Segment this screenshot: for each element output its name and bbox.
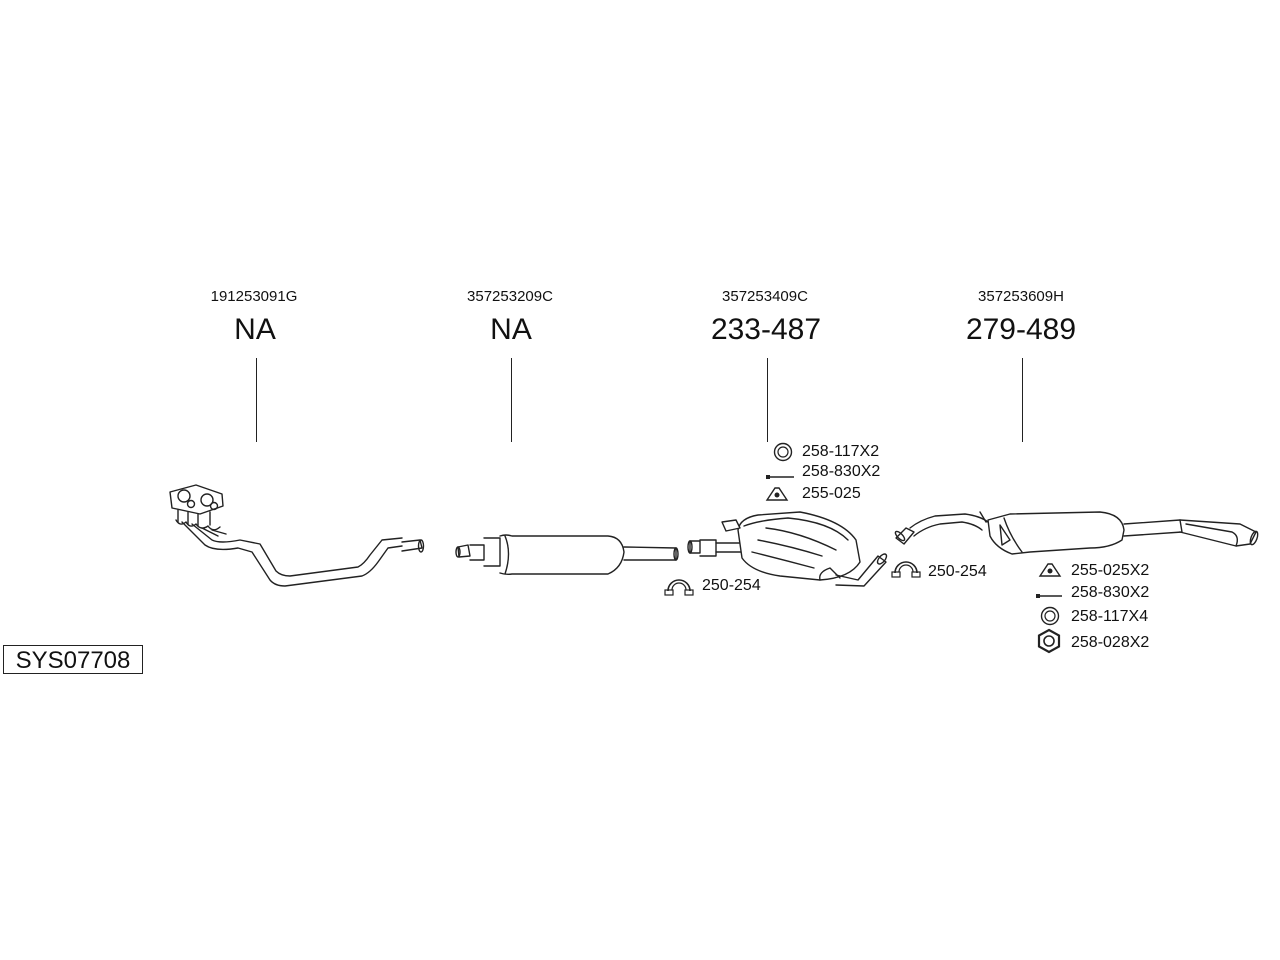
bolt-icon [1036,594,1062,598]
centre-silencer-drawing[interactable] [455,534,679,576]
oe-number-rear-muffler: 357253609H [978,288,1064,305]
fitting-clamp-front[interactable]: 250-254 [702,577,761,594]
fitting-bolt-front[interactable]: 258-830X2 [802,463,881,480]
bolt-icon [766,475,794,479]
part-number-front-pipe[interactable]: NA [234,313,276,346]
leader-line-front-pipe [256,358,257,442]
leader-line-centre-silencer [511,358,512,442]
rear-muffler-drawing[interactable] [894,511,1259,555]
gasket-ring-icon [1040,606,1060,626]
oe-number-centre-silencer: 357253209C [467,288,553,305]
fitting-nut-rear[interactable]: 258-028X2 [1071,634,1150,651]
fitting-hanger-front[interactable]: 255-025 [802,485,861,502]
leader-line-rear-muffler [1022,358,1023,442]
fitting-hanger-rear[interactable]: 255-025X2 [1071,562,1150,579]
front-muffler-drawing[interactable] [687,511,888,587]
oe-number-front-muffler: 357253409C [722,288,808,305]
leader-line-front-muffler [767,358,768,442]
part-number-centre-silencer[interactable]: NA [490,313,532,346]
oe-number-front-pipe: 191253091G [210,288,298,305]
front-pipe-drawing[interactable] [169,484,425,587]
fitting-gasket-front[interactable]: 258-117X2 [802,443,880,460]
fitting-gasket-rear[interactable]: 258-117X4 [1071,608,1149,625]
system-code-label: SYS07708 [3,645,143,674]
pipe-clamp-icon [891,561,921,578]
rubber-hanger-icon [1038,563,1062,577]
fitting-clamp-rear[interactable]: 250-254 [928,563,987,580]
hex-nut-icon [1037,628,1061,654]
fitting-bolt-rear[interactable]: 258-830X2 [1071,584,1150,601]
rubber-hanger-icon [765,487,789,501]
gasket-ring-icon [773,442,793,462]
pipe-clamp-icon [664,579,694,596]
part-number-rear-muffler[interactable]: 279-489 [965,313,1077,346]
part-number-front-muffler[interactable]: 233-487 [710,313,822,346]
